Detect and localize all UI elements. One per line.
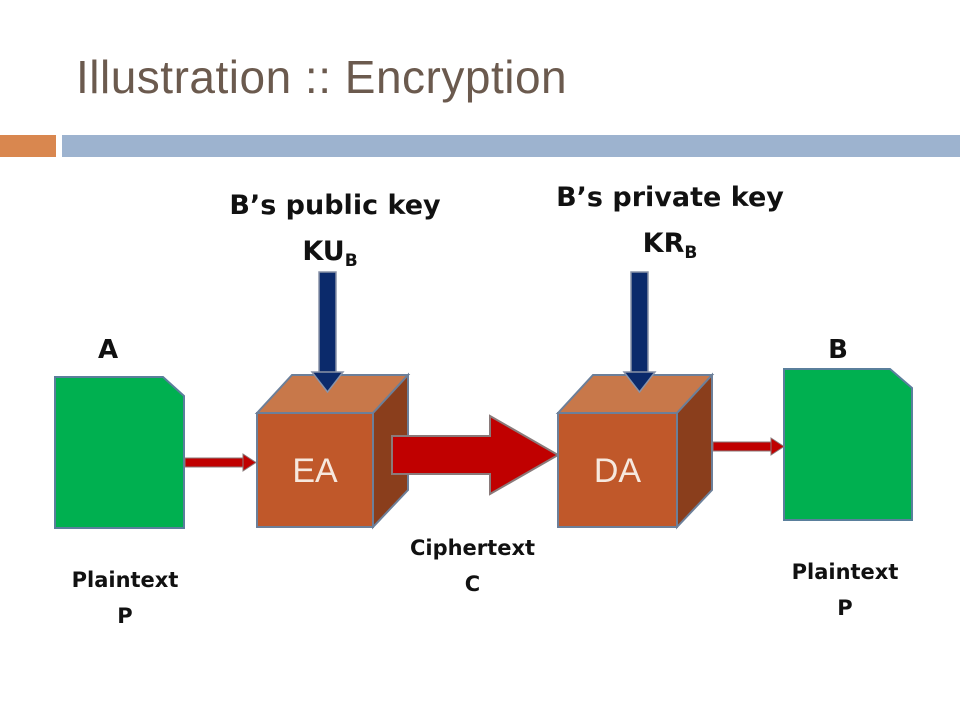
public-key-arrow bbox=[310, 271, 345, 394]
plaintext-caption-right: Plaintext P bbox=[775, 554, 915, 626]
da-label: DA bbox=[593, 452, 642, 490]
plaintext-document-right bbox=[783, 368, 913, 521]
plaintext-caption-left-line1: Plaintext bbox=[71, 568, 179, 592]
plaintext-caption-left-line2: P bbox=[117, 604, 133, 628]
sender-label: A bbox=[97, 335, 119, 365]
private-key-code: KRB bbox=[642, 228, 698, 263]
private-key-label: B’s private key bbox=[556, 182, 784, 213]
encryption-box-ea bbox=[254, 372, 411, 530]
plaintext-arrow-left bbox=[184, 453, 257, 472]
plaintext-arrow-right bbox=[712, 437, 785, 456]
accent-bar-orange bbox=[0, 135, 56, 157]
decryption-box-da bbox=[555, 372, 715, 530]
plaintext-caption-left: Plaintext P bbox=[55, 562, 195, 634]
ciphertext-caption-line1: Ciphertext bbox=[409, 536, 536, 560]
plaintext-document-left bbox=[54, 376, 185, 529]
plaintext-caption-right-line2: P bbox=[837, 596, 853, 620]
ciphertext-caption: Ciphertext C bbox=[395, 530, 550, 602]
ciphertext-caption-line2: C bbox=[464, 572, 481, 596]
ciphertext-arrow bbox=[391, 414, 561, 496]
plaintext-caption-right-line1: Plaintext bbox=[791, 560, 899, 584]
receiver-label: B bbox=[828, 335, 848, 365]
private-key-arrow bbox=[622, 271, 657, 394]
accent-bar-blue bbox=[62, 135, 960, 157]
public-key-code: KUB bbox=[302, 236, 358, 271]
ea-label: EA bbox=[292, 452, 338, 490]
public-key-label: B’s public key bbox=[229, 190, 441, 221]
page-title: Illustration :: Encryption bbox=[76, 51, 568, 103]
